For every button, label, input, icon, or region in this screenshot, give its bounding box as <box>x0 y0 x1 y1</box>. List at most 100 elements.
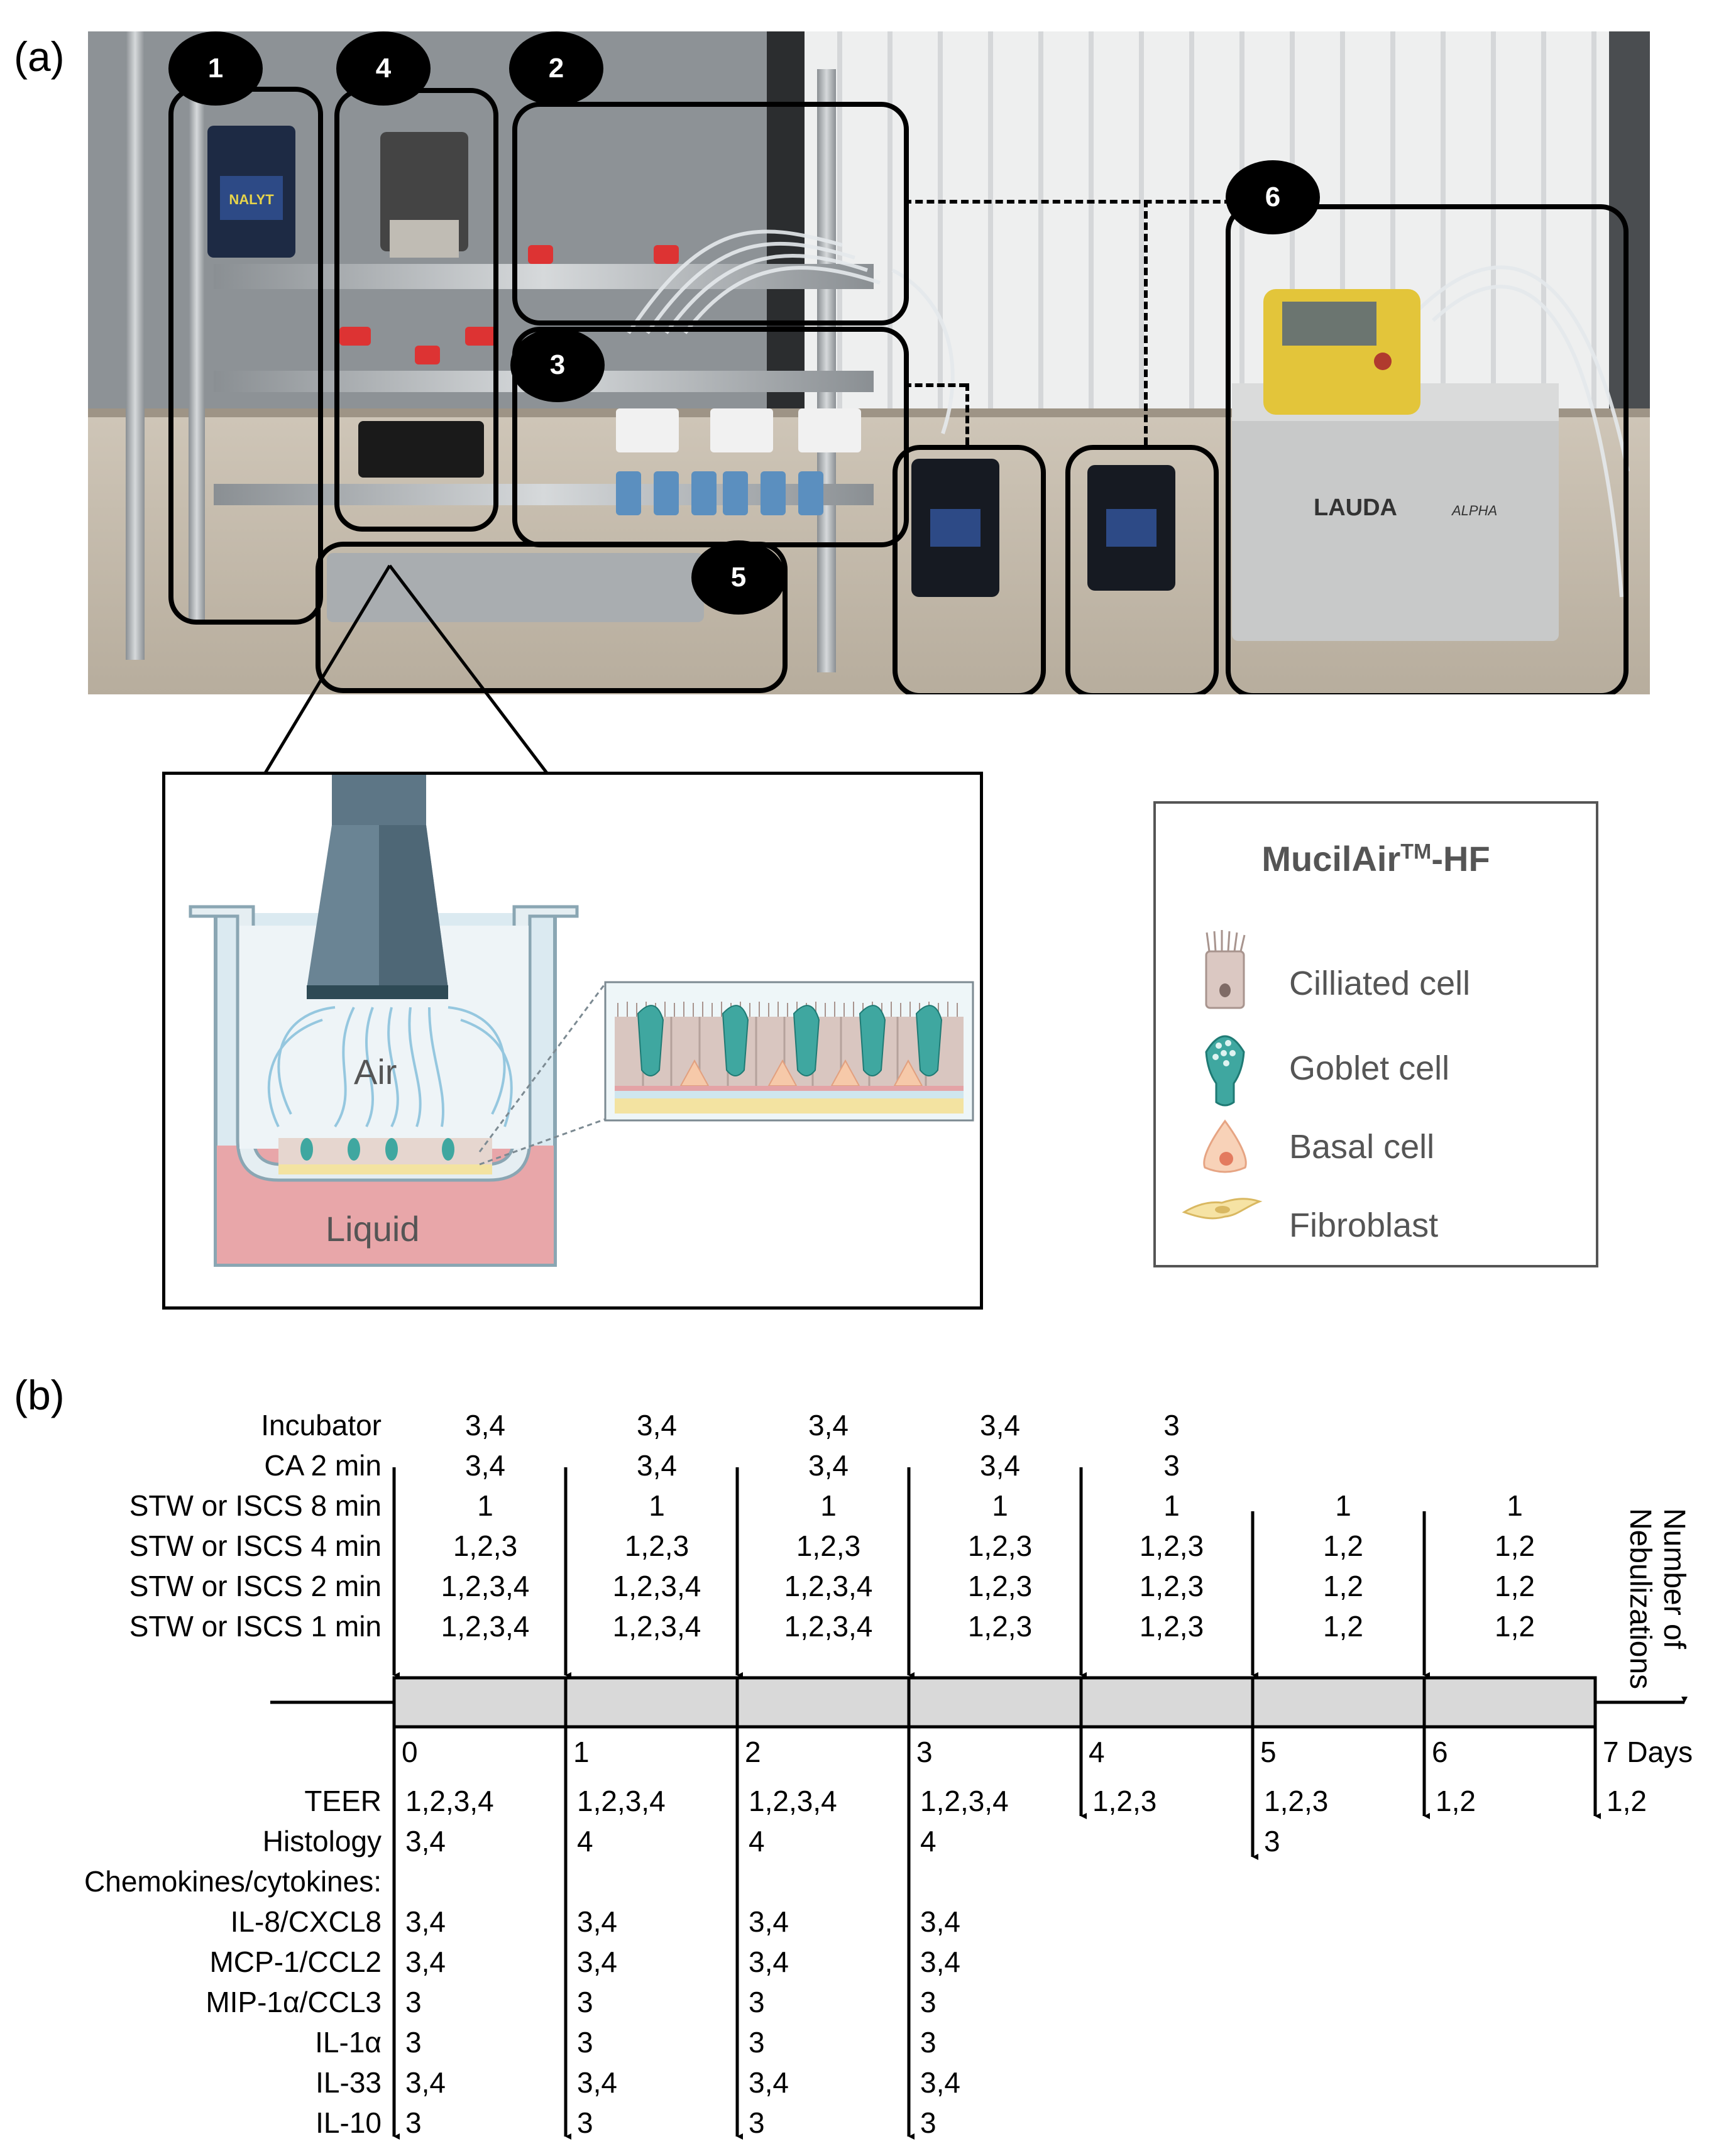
top-cell-5-5: 1,2 <box>1323 1610 1363 1643</box>
row-label-top-5: STW or ISCS 1 min <box>129 1610 382 1643</box>
region-number-6: 6 <box>1226 160 1320 234</box>
top-cell-3-4: 1,2,3 <box>1139 1529 1204 1562</box>
legend-item-goblet: Goblet cell <box>1289 1049 1450 1087</box>
bottom-cell-0-4: 1,2,3 <box>1092 1785 1157 1817</box>
region-2-outline <box>512 102 909 326</box>
day-label-4: 4 <box>1089 1736 1105 1768</box>
goblet-cell-icon <box>1205 1035 1245 1107</box>
bottom-cell-1-3: 4 <box>920 1825 937 1858</box>
top-cell-4-1: 1,2,3,4 <box>612 1570 701 1602</box>
top-cell-2-2: 1 <box>820 1489 837 1522</box>
row-label-bottom-6: IL-1α <box>315 2026 382 2059</box>
top-cell-0-0: 3,4 <box>465 1409 505 1442</box>
legend-title: MucilAirTM-HF <box>1156 838 1596 879</box>
row-label-bottom-8: IL-10 <box>316 2106 382 2139</box>
dashed-link-lower <box>904 383 967 387</box>
day-label-0: 0 <box>402 1736 418 1768</box>
bottom-cell-0-2: 1,2,3,4 <box>749 1785 837 1817</box>
day-segment-5 <box>1251 1676 1426 1729</box>
day-segment-6 <box>1422 1676 1597 1729</box>
bottom-cell-8-3: 3 <box>920 2106 937 2139</box>
row-label-top-2: STW or ISCS 8 min <box>129 1489 382 1522</box>
top-cell-4-4: 1,2,3 <box>1139 1570 1204 1602</box>
culture-insert-drawing <box>189 775 974 1267</box>
region-number-2: 2 <box>509 31 603 106</box>
bottom-cell-3-0: 3,4 <box>405 1905 446 1938</box>
legend-title-sup: TM <box>1400 840 1432 864</box>
dashed-link-right <box>1144 200 1148 445</box>
region-6-outline <box>1226 204 1629 694</box>
bottom-cell-1-2: 4 <box>749 1825 765 1858</box>
basal-cell-icon <box>1203 1119 1247 1173</box>
top-cell-2-3: 1 <box>992 1489 1008 1522</box>
top-cell-1-3: 3,4 <box>980 1449 1020 1482</box>
day-segment-3 <box>907 1676 1083 1729</box>
bottom-cell-0-7: 1,2 <box>1607 1785 1647 1817</box>
bottom-cell-0-0: 1,2,3,4 <box>405 1785 494 1817</box>
bottom-cell-6-0: 3 <box>405 2026 422 2059</box>
top-cell-2-0: 1 <box>477 1489 493 1522</box>
top-cell-1-2: 3,4 <box>808 1449 849 1482</box>
row-label-top-3: STW or ISCS 4 min <box>129 1529 382 1562</box>
day-label-7: 7 Days <box>1603 1736 1693 1768</box>
row-label-bottom-7: IL-33 <box>316 2066 382 2099</box>
region-number-1: 1 <box>168 31 263 106</box>
day-segment-2 <box>735 1676 911 1729</box>
day-label-3: 3 <box>916 1736 933 1768</box>
row-label-bottom-1: Histology <box>262 1825 382 1858</box>
ciliated-cell-icon <box>1205 930 1246 1009</box>
dashed-link-horizontal <box>904 200 1232 204</box>
top-cell-3-0: 1,2,3 <box>453 1529 518 1562</box>
top-cell-1-4: 3 <box>1163 1449 1180 1482</box>
bottom-cell-5-3: 3 <box>920 1986 937 2018</box>
top-cell-5-4: 1,2,3 <box>1139 1610 1204 1643</box>
top-cell-5-2: 1,2,3,4 <box>784 1610 873 1643</box>
top-cell-3-3: 1,2,3 <box>967 1529 1033 1562</box>
bottom-cell-7-2: 3,4 <box>749 2066 789 2099</box>
bottom-cell-7-0: 3,4 <box>405 2066 446 2099</box>
top-cell-0-4: 3 <box>1163 1409 1180 1442</box>
panel-b-letter: (b) <box>14 1372 65 1418</box>
side-label-line2: Nebulizations <box>1623 1508 1657 1690</box>
top-cell-1-1: 3,4 <box>637 1449 677 1482</box>
region-number-4: 4 <box>336 31 431 106</box>
top-cell-2-1: 1 <box>649 1489 665 1522</box>
epithelium-zoom-cells <box>615 1002 964 1114</box>
bottom-cell-3-1: 3,4 <box>577 1905 617 1938</box>
top-cell-5-1: 1,2,3,4 <box>612 1610 701 1643</box>
top-cell-5-3: 1,2,3 <box>967 1610 1033 1643</box>
day-label-2: 2 <box>745 1736 761 1768</box>
lauda-brand-text: LAUDA <box>1314 495 1397 521</box>
day-segment-4 <box>1079 1676 1255 1729</box>
row-label-top-1: CA 2 min <box>264 1449 382 1482</box>
bottom-cell-0-6: 1,2 <box>1436 1785 1476 1817</box>
row-label-bottom-5: MIP-1α/CCL3 <box>206 1986 382 2018</box>
day-label-6: 6 <box>1432 1736 1448 1768</box>
top-cell-2-6: 1 <box>1507 1489 1523 1522</box>
setup-photo: NALYT <box>88 31 1650 694</box>
bottom-cell-0-5: 1,2,3 <box>1264 1785 1329 1817</box>
air-label: Air <box>354 1052 397 1092</box>
legend-item-ciliated: Cilliated cell <box>1289 965 1471 1002</box>
alpha-brand-text: ALPHA <box>1451 503 1497 518</box>
region-flowmeter-b-outline <box>1065 445 1219 694</box>
bottom-cell-4-0: 3,4 <box>405 1945 446 1978</box>
top-cell-0-3: 3,4 <box>980 1409 1020 1442</box>
bottom-cell-8-1: 3 <box>577 2106 593 2139</box>
top-cell-4-5: 1,2 <box>1323 1570 1363 1602</box>
bottom-cell-5-2: 3 <box>749 1986 765 2018</box>
top-cell-5-0: 1,2,3,4 <box>441 1610 530 1643</box>
bottom-cell-1-5: 3 <box>1264 1825 1280 1858</box>
legend-title-suffix: -HF <box>1431 839 1490 878</box>
day-segment-0 <box>392 1676 568 1729</box>
setup-photo-drawing: NALYT <box>88 31 1650 694</box>
bottom-cell-6-3: 3 <box>920 2026 937 2059</box>
top-cell-0-2: 3,4 <box>808 1409 849 1442</box>
bottom-cell-7-3: 3,4 <box>920 2066 960 2099</box>
day-label-1: 1 <box>573 1736 590 1768</box>
bottom-cell-5-0: 3 <box>405 1986 422 2018</box>
top-cell-4-6: 1,2 <box>1495 1570 1535 1602</box>
bottom-cell-4-1: 3,4 <box>577 1945 617 1978</box>
